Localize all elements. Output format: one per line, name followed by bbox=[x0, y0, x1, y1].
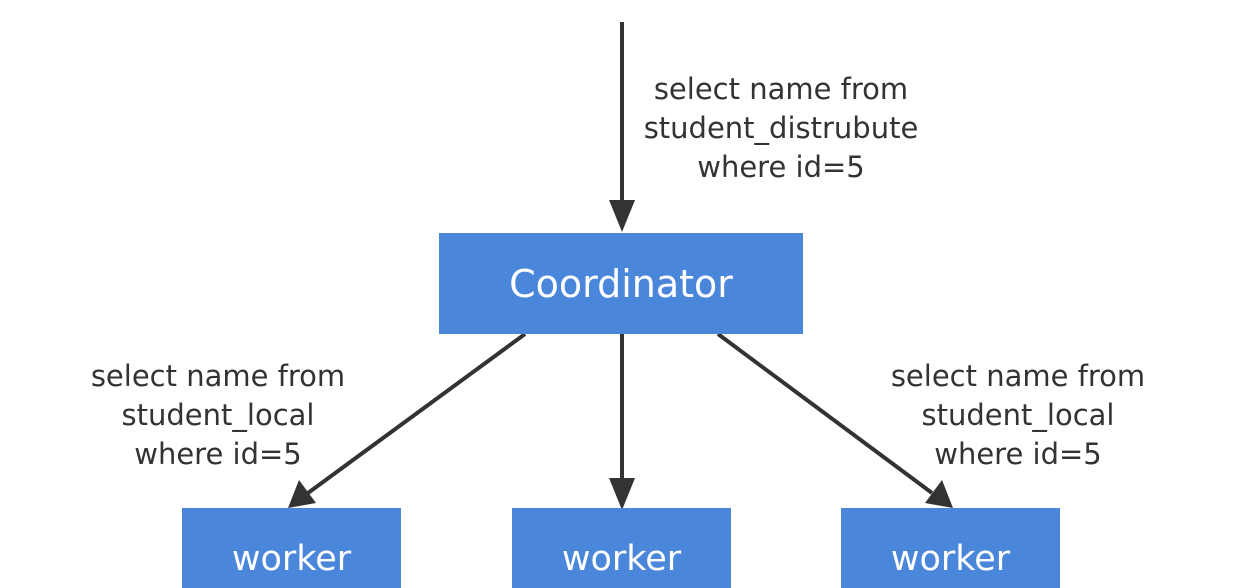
arrow-to-worker-middle bbox=[609, 334, 635, 510]
query-line: where id=5 bbox=[134, 437, 302, 471]
coordinator-label: Coordinator bbox=[509, 261, 733, 306]
incoming-arrow bbox=[609, 22, 635, 232]
worker-label: worker bbox=[890, 539, 1011, 579]
arrow-to-worker-left bbox=[288, 332, 527, 508]
query-line: student_local bbox=[921, 398, 1115, 432]
left-query-label: select name from student_local where id=… bbox=[38, 357, 398, 474]
worker-node-left: worker bbox=[182, 508, 401, 588]
worker-node-right: worker bbox=[841, 508, 1060, 588]
query-line: where id=5 bbox=[697, 150, 865, 184]
coordinator-node: Coordinator bbox=[439, 233, 803, 334]
query-line: select name from bbox=[890, 359, 1146, 393]
query-line: where id=5 bbox=[934, 437, 1102, 471]
query-line: student_distrubute bbox=[643, 111, 919, 145]
worker-label: worker bbox=[561, 539, 682, 579]
right-query-label: select name from student_local where id=… bbox=[838, 357, 1198, 474]
worker-label: worker bbox=[231, 539, 352, 579]
arrow-to-worker-right bbox=[716, 332, 953, 508]
query-line: select name from bbox=[90, 359, 346, 393]
incoming-query-label: select name from student_distrubute wher… bbox=[601, 70, 961, 187]
worker-node-middle: worker bbox=[512, 508, 731, 588]
query-line: student_local bbox=[121, 398, 315, 432]
query-line: select name from bbox=[653, 72, 909, 106]
